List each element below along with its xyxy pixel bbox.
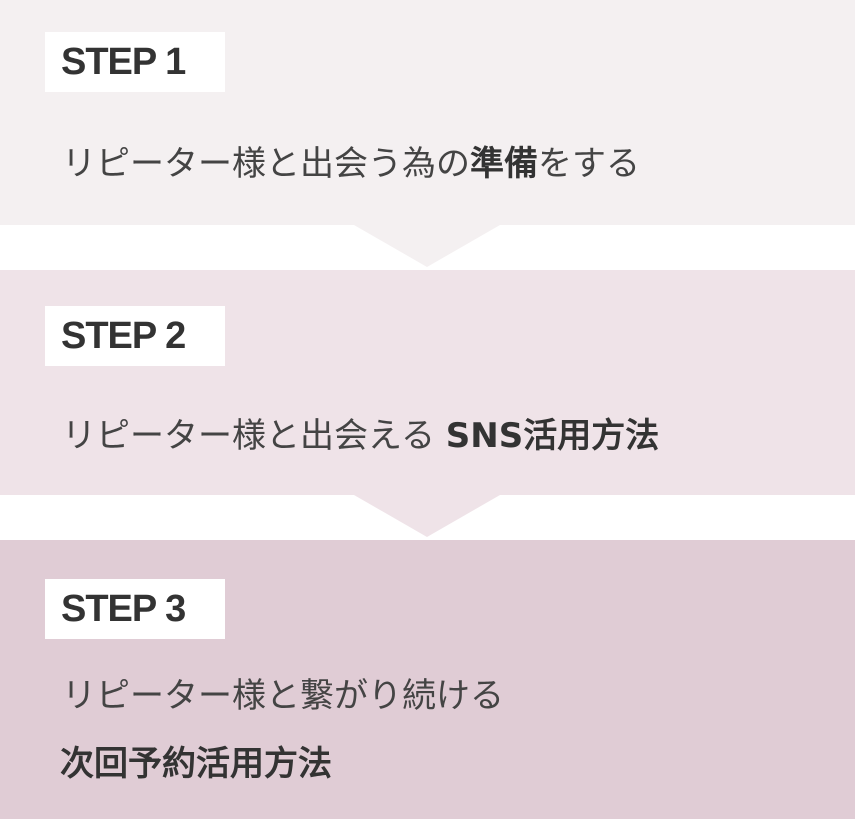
step-1-text: リピーター様と出会う為の準備をする [62, 136, 640, 185]
step-3-text-bold-line: 次回予約活用方法 [60, 736, 332, 785]
step-2-panel: STEP 2 リピーター様と出会える SNS活用方法 [0, 270, 855, 495]
step-1-panel: STEP 1 リピーター様と出会う為の準備をする [0, 0, 855, 225]
step-3-label: STEP 3 [45, 579, 225, 639]
step-2-text-main: リピーター様と出会える [62, 416, 446, 456]
step-2-text: リピーター様と出会える SNS活用方法 [62, 408, 659, 457]
step-2-label: STEP 2 [45, 306, 225, 366]
step-1-text-bold: 準備 [470, 144, 538, 184]
step-1-label: STEP 1 [45, 32, 225, 92]
down-arrow-icon [354, 225, 500, 267]
step-3-text-bold: 次回予約活用方法 [60, 744, 332, 784]
down-arrow-icon [354, 495, 500, 537]
step-1-text-tail: をする [538, 144, 640, 184]
step-1-text-main: リピーター様と出会う為の [62, 144, 470, 184]
step-3-panel: STEP 3 リピーター様と繋がり続ける 次回予約活用方法 [0, 540, 855, 819]
step-3-text: リピーター様と繋がり続ける [62, 676, 504, 716]
step-2-text-bold: SNS活用方法 [445, 416, 660, 456]
